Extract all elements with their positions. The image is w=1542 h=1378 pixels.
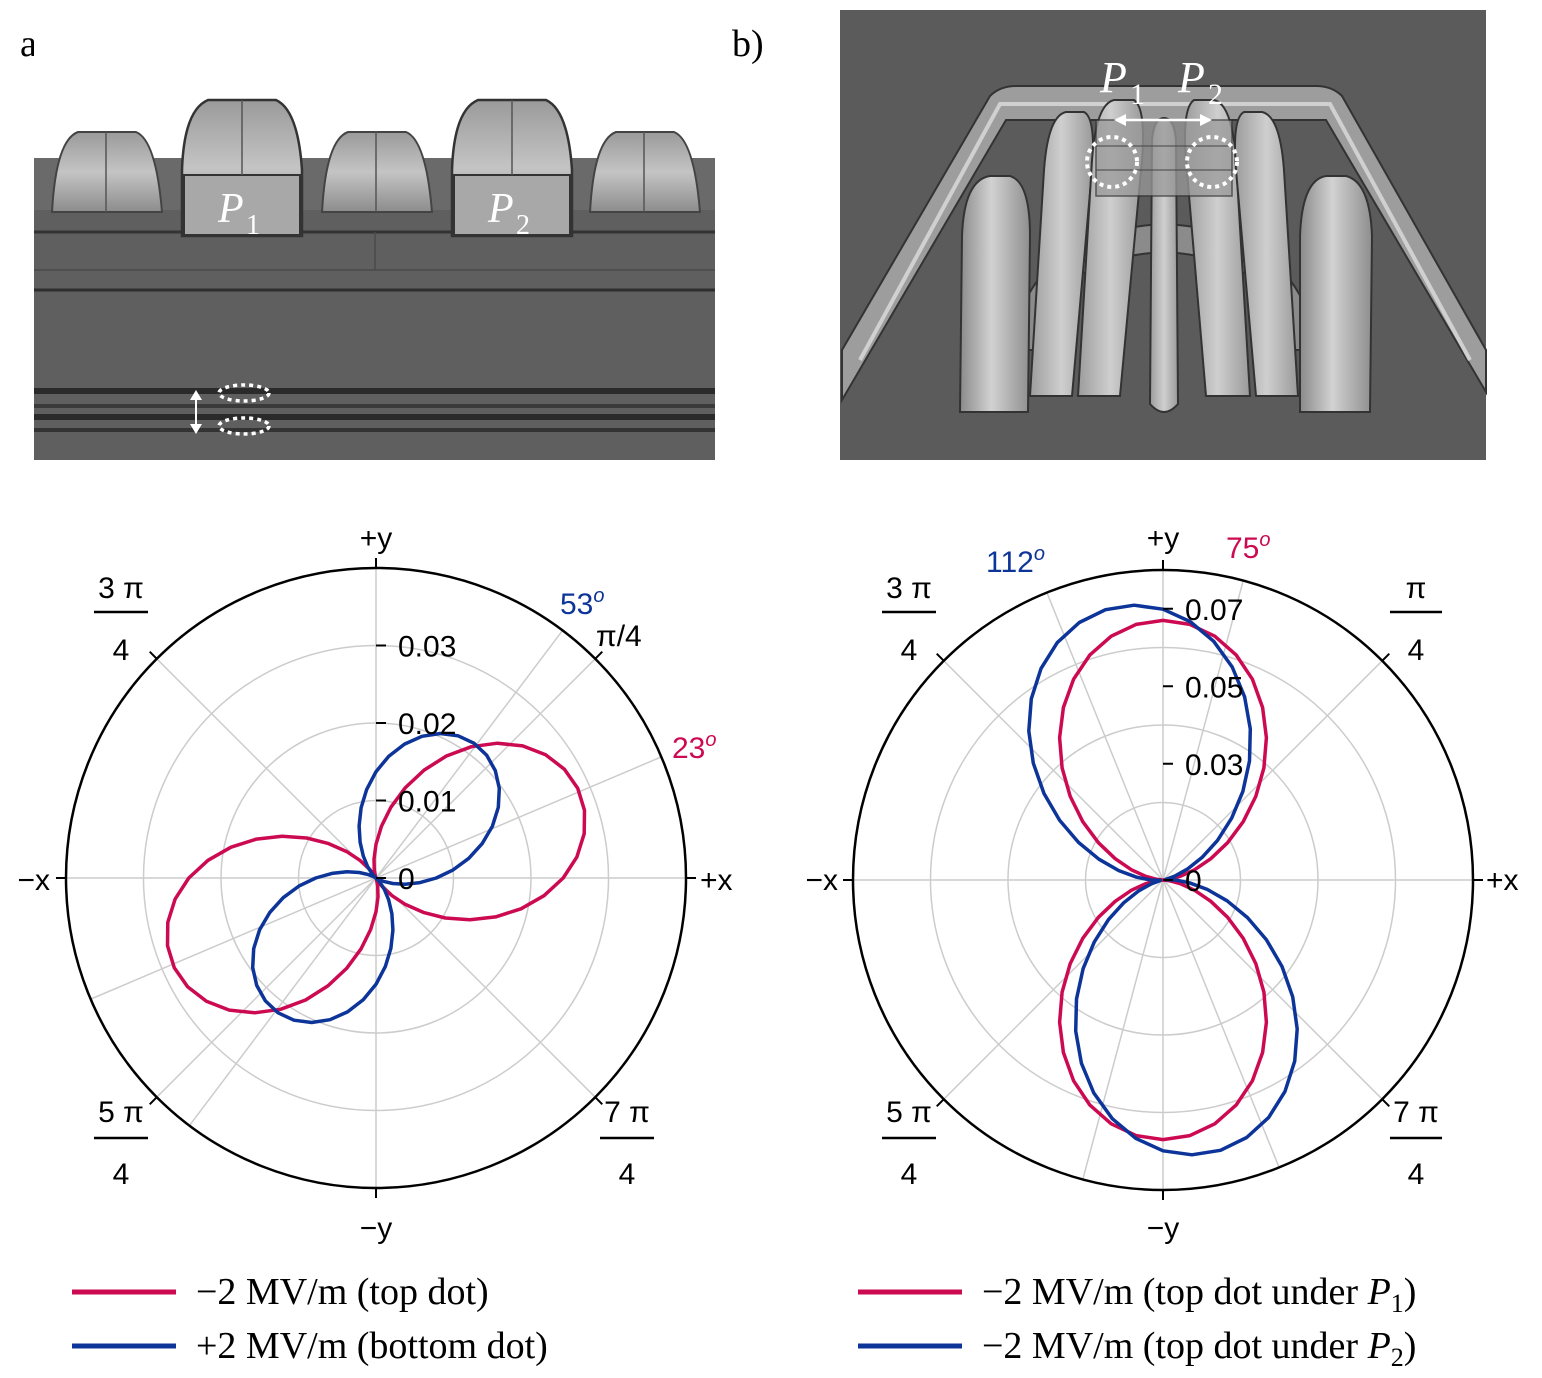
polar-b-angle-5pi4-den: 4 bbox=[901, 1158, 918, 1191]
grid-radial bbox=[375, 877, 596, 1098]
dot-under-p1-marker bbox=[1085, 135, 1139, 189]
grid-radial bbox=[1162, 660, 1383, 881]
grid-radial bbox=[943, 660, 1164, 881]
top-dot-marker bbox=[217, 383, 271, 403]
legend-a-item-red: −2 MV/m (top dot) bbox=[196, 1271, 489, 1313]
polar-b-label-plus-y: +y bbox=[1147, 522, 1180, 555]
polar-a-angle-pi4: π/4 bbox=[596, 620, 642, 653]
angle-tick bbox=[1381, 1098, 1390, 1107]
r-tick-label: 0.03 bbox=[1185, 749, 1243, 782]
angle-tick bbox=[936, 653, 945, 662]
polar-b-label-minus-y: −y bbox=[1147, 1212, 1180, 1245]
polar-a-annotation-23: 23o bbox=[672, 729, 717, 765]
polar-b-annotation-112: 112o bbox=[986, 543, 1045, 579]
gate-p1: P 1 bbox=[180, 98, 304, 241]
polar-a-label-plus-y: +y bbox=[360, 522, 393, 555]
angle-tick bbox=[149, 1096, 158, 1105]
polar-a-angle-7pi4-num: 7 π bbox=[604, 1096, 650, 1129]
gate-p2-subscript: 2 bbox=[516, 210, 530, 241]
angle-tick bbox=[149, 651, 158, 660]
render-b-p1-label: P bbox=[1099, 53, 1127, 102]
vertical-double-arrow-icon bbox=[190, 390, 202, 434]
r-tick-label: 0.05 bbox=[1185, 671, 1243, 704]
polar-chart-a: 00.010.020.03 +y −y +x −x 3 π 4 π/4 5 π … bbox=[17, 522, 732, 1245]
legend-b-item-blue: −2 MV/m (top dot under P2) bbox=[982, 1325, 1416, 1372]
polar-a-angle-7pi4-den: 4 bbox=[619, 1158, 636, 1191]
polar-a-label-minus-y: −y bbox=[360, 1212, 393, 1245]
angle-tick bbox=[594, 651, 603, 660]
r-tick-label: 0.03 bbox=[398, 631, 456, 664]
render-b-p1-subscript: 1 bbox=[1130, 78, 1145, 111]
r-tick-label: 0.02 bbox=[398, 708, 456, 741]
grid-radial bbox=[156, 658, 377, 879]
panel-label-b: b) bbox=[732, 23, 764, 65]
polar-a-label-minus-x: −x bbox=[17, 864, 50, 897]
legend-a-item-blue: +2 MV/m (bottom dot) bbox=[196, 1325, 548, 1367]
polar-b-angle-5pi4-num: 5 π bbox=[886, 1096, 932, 1129]
r-tick-label: 0 bbox=[1185, 865, 1202, 898]
device-render-a: P 1 P 2 bbox=[34, 10, 715, 460]
render-b-p2-subscript: 2 bbox=[1208, 78, 1223, 111]
bottom-dot-marker bbox=[217, 416, 271, 436]
polar-b-label-plus-x: +x bbox=[1486, 864, 1519, 897]
gate-p1-subscript: 1 bbox=[246, 210, 260, 241]
grid-radial bbox=[375, 658, 596, 879]
polar-chart-b: 00.030.050.07 +y −y +x −x 3 π 4 π 4 5 π … bbox=[805, 522, 1518, 1245]
legend-b: −2 MV/m (top dot under P1) −2 MV/m (top … bbox=[858, 1271, 1416, 1372]
r-tick-label: 0.07 bbox=[1185, 594, 1243, 627]
series-curve-1 bbox=[250, 731, 502, 1025]
angle-tick bbox=[936, 1098, 945, 1107]
r-tick-label: 0.01 bbox=[398, 786, 456, 819]
polar-a-label-plus-x: +x bbox=[700, 864, 733, 897]
grid-radial bbox=[943, 879, 1164, 1100]
legend-b-item-red: −2 MV/m (top dot under P1) bbox=[982, 1271, 1416, 1318]
polar-b-angle-7pi4-den: 4 bbox=[1408, 1158, 1425, 1191]
r-tick-label: 0 bbox=[398, 863, 415, 896]
polar-b-label-minus-x: −x bbox=[805, 864, 838, 897]
grid-radial bbox=[1162, 879, 1383, 1100]
polar-b-angle-3pi4-den: 4 bbox=[901, 634, 918, 667]
polar-a-angle-5pi4-den: 4 bbox=[113, 1158, 130, 1191]
series-curve-1 bbox=[1027, 603, 1299, 1157]
grid-radial bbox=[156, 877, 377, 1098]
horizontal-double-arrow-icon bbox=[1114, 114, 1212, 126]
polar-b-angle-pi4-num: π bbox=[1406, 572, 1427, 605]
gate-p2: P 2 bbox=[450, 98, 574, 241]
dot-under-p2-marker bbox=[1185, 135, 1239, 189]
polar-a-annotation-53: 53o bbox=[560, 585, 605, 621]
render-b-p2-label: P bbox=[1177, 53, 1205, 102]
polar-b-angle-3pi4-num: 3 π bbox=[886, 572, 932, 605]
polar-a-angle-5pi4-num: 5 π bbox=[98, 1096, 144, 1129]
polar-a-angle-3pi4-den: 4 bbox=[113, 634, 130, 667]
legend-a: −2 MV/m (top dot) +2 MV/m (bottom dot) bbox=[72, 1271, 548, 1367]
angle-tick bbox=[594, 1096, 603, 1105]
gate-p2-label: P bbox=[487, 186, 514, 232]
polar-b-angle-7pi4-num: 7 π bbox=[1393, 1096, 1439, 1129]
device-render-b: P 1 P 2 bbox=[840, 10, 1487, 460]
polar-a-angle-3pi4-num: 3 π bbox=[98, 572, 144, 605]
angle-tick bbox=[1381, 653, 1390, 662]
polar-b-annotation-75: 75o bbox=[1226, 529, 1271, 565]
gate-p1-label: P bbox=[217, 186, 244, 232]
polar-b-angle-pi4-den: 4 bbox=[1408, 634, 1425, 667]
